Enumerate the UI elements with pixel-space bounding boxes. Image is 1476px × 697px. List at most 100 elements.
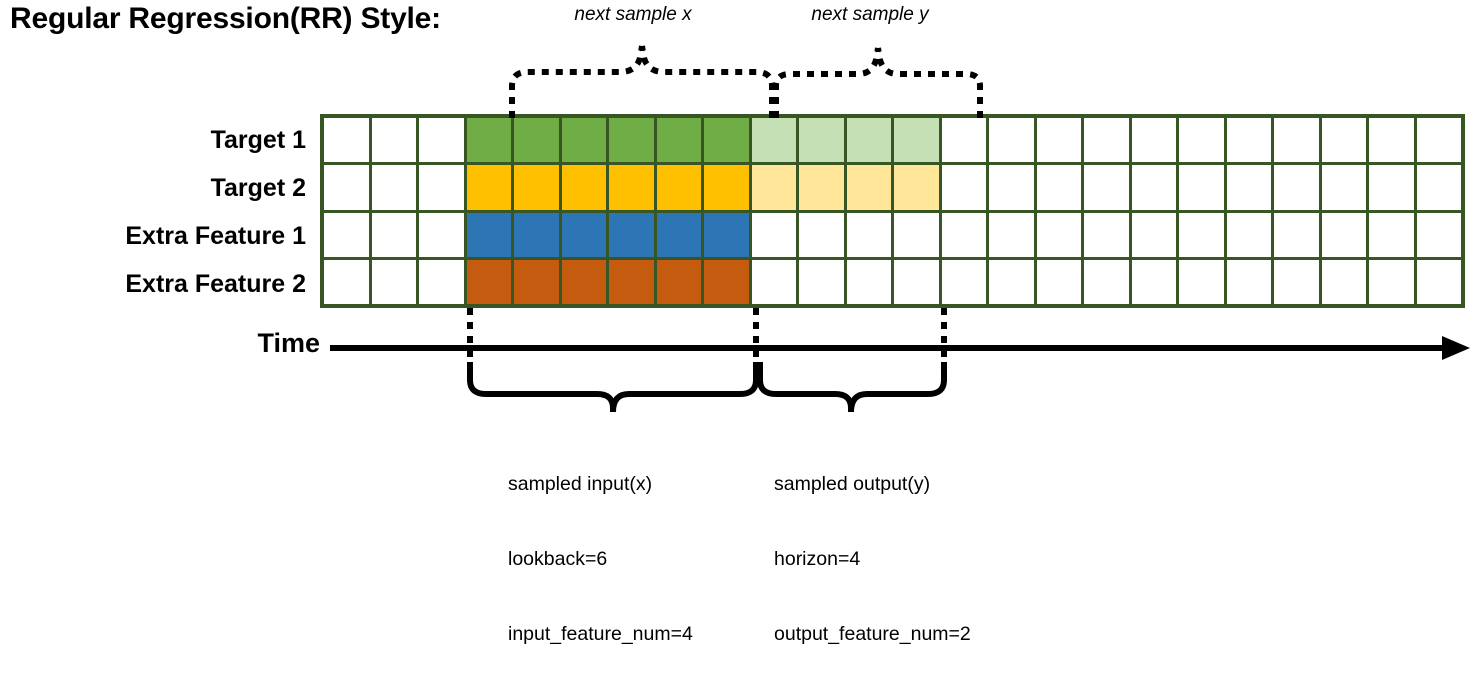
grid-cell: [371, 118, 416, 163]
grid-cell: [1274, 118, 1319, 163]
grid-cell: [894, 259, 939, 304]
grid-cell: [1321, 165, 1366, 210]
grid-cell: [1131, 118, 1176, 163]
grid-cell: [419, 259, 464, 304]
grid-cell: [609, 212, 654, 257]
grid-cell: [561, 212, 606, 257]
grid-cell: [1131, 212, 1176, 257]
grid-cell: [704, 259, 749, 304]
grid-cell: [371, 259, 416, 304]
grid-cell: [1036, 212, 1081, 257]
grid-cell: [1084, 212, 1129, 257]
grid-cell: [1226, 259, 1271, 304]
grid-cell: [846, 118, 891, 163]
grid-cell: [1369, 259, 1414, 304]
grid-cell: [1131, 259, 1176, 304]
grid-cell: [941, 165, 986, 210]
grid-cell: [1274, 259, 1319, 304]
grid-cell: [1321, 118, 1366, 163]
grid-cell: [656, 212, 701, 257]
grid-cell: [1084, 165, 1129, 210]
caption-output-line2: horizon=4: [774, 548, 861, 570]
grid-cell: [799, 212, 844, 257]
grid-cell: [941, 118, 986, 163]
time-axis-label: Time: [257, 328, 320, 358]
grid-cell: [1084, 259, 1129, 304]
grid-cell: [989, 259, 1034, 304]
grid-cell: [656, 118, 701, 163]
grid-cell: [1369, 118, 1414, 163]
grid-cell: [561, 165, 606, 210]
grid-cell: [514, 259, 559, 304]
grid-cell: [466, 165, 511, 210]
grid-cell: [894, 118, 939, 163]
grid-cell: [1179, 165, 1224, 210]
grid-cell: [1369, 165, 1414, 210]
grid-cell: [1036, 259, 1081, 304]
row-label-target-2: Target 2: [210, 174, 306, 202]
grid-cell: [324, 259, 369, 304]
grid-cell: [989, 212, 1034, 257]
grid-cell: [466, 118, 511, 163]
grid-cell: [1416, 118, 1461, 163]
timeseries-grid: [320, 114, 1465, 308]
grid-cell: [894, 165, 939, 210]
grid-cell: [371, 165, 416, 210]
annotation-next-sample-y: next sample y: [811, 4, 929, 25]
grid-cell: [419, 118, 464, 163]
grid-cell: [561, 259, 606, 304]
grid-cell: [656, 165, 701, 210]
grid-cell: [1416, 259, 1461, 304]
row-label-extra-feature-1: Extra Feature 1: [125, 222, 306, 250]
grid-cell: [561, 118, 606, 163]
grid-cell: [466, 259, 511, 304]
grid-cell: [1321, 212, 1366, 257]
grid-cell: [799, 165, 844, 210]
grid-cell: [1274, 212, 1319, 257]
grid-cell: [609, 259, 654, 304]
grid-cell: [941, 259, 986, 304]
grid-cell: [419, 165, 464, 210]
grid-cell: [419, 212, 464, 257]
grid-cell: [1226, 165, 1271, 210]
page-title: Regular Regression(RR) Style:: [10, 2, 441, 35]
grid-cell: [1226, 212, 1271, 257]
caption-input-line1: sampled input(x): [508, 473, 653, 495]
caption-input-line2: lookback=6: [508, 548, 608, 570]
grid-cell: [466, 212, 511, 257]
grid-cell: [1226, 118, 1271, 163]
grid-cell: [514, 165, 559, 210]
grid-cell: [1131, 165, 1176, 210]
grid-cell: [751, 212, 796, 257]
grid-cell: [941, 212, 986, 257]
grid-cell: [846, 165, 891, 210]
grid-cell: [1179, 118, 1224, 163]
grid-cell: [704, 118, 749, 163]
annotation-next-sample-x: next sample x: [574, 4, 692, 25]
caption-sampled-input: sampled input(x) lookback=6 input_featur…: [508, 422, 693, 697]
grid-cell: [514, 212, 559, 257]
grid-cell: [1416, 165, 1461, 210]
grid-cell: [751, 118, 796, 163]
grid-cell: [514, 118, 559, 163]
grid-cell: [704, 165, 749, 210]
grid-cell: [751, 165, 796, 210]
grid-cell: [324, 212, 369, 257]
diagram-canvas: Regular Regression(RR) Style: next sampl…: [10, 2, 1470, 645]
grid-cell: [656, 259, 701, 304]
grid-cell: [1369, 212, 1414, 257]
caption-output-line1: sampled output(y): [774, 473, 931, 495]
grid-cell: [799, 118, 844, 163]
grid-cell: [1084, 118, 1129, 163]
grid-cell: [1036, 118, 1081, 163]
grid-cell: [324, 118, 369, 163]
grid-cell: [1416, 212, 1461, 257]
bottom-braces: [467, 362, 947, 413]
grid-cell: [894, 212, 939, 257]
time-axis-arrow: [330, 336, 1470, 360]
grid-cell: [799, 259, 844, 304]
grid-cell: [1321, 259, 1366, 304]
grid-cell: [324, 165, 369, 210]
row-label-extra-feature-2: Extra Feature 2: [125, 270, 306, 298]
grid-cell: [704, 212, 749, 257]
